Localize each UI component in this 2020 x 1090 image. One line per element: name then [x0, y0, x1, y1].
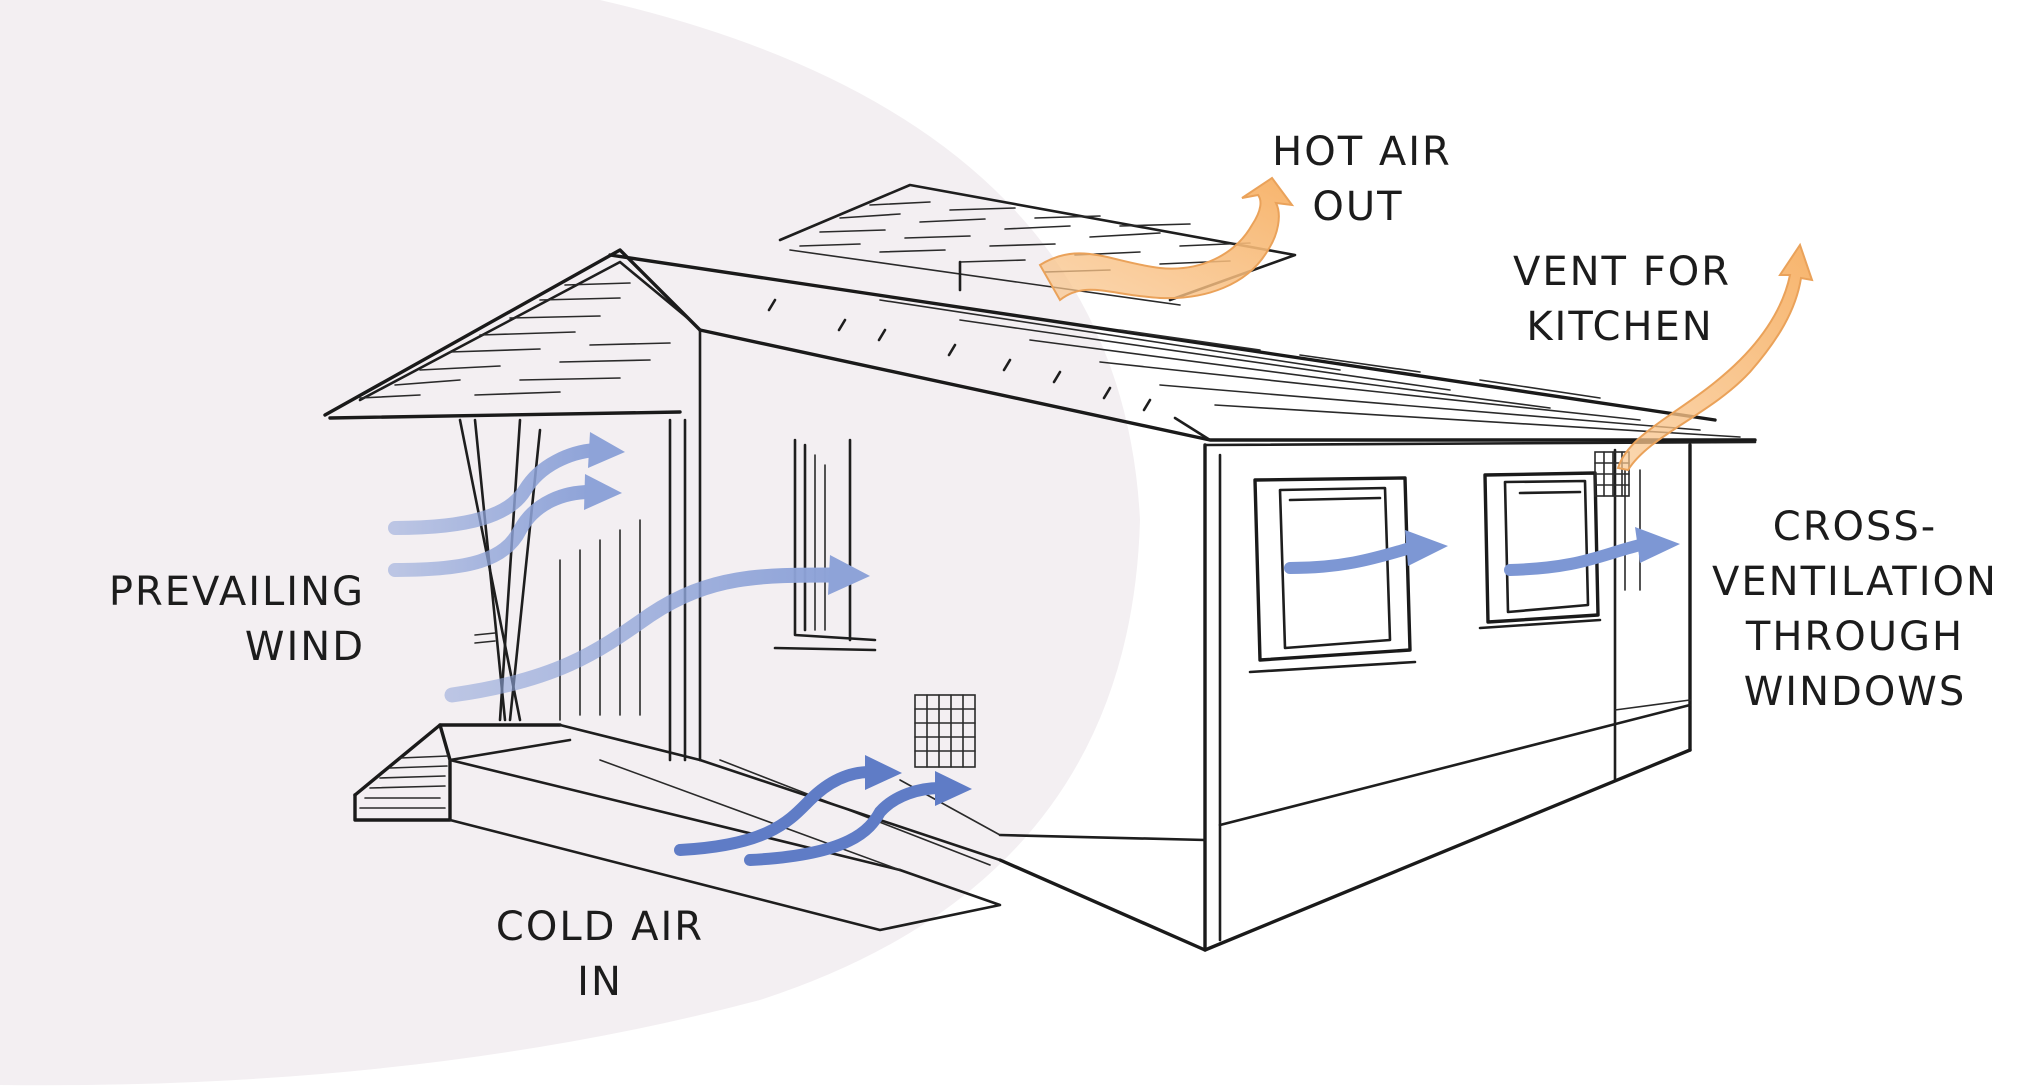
wind-arrow-middle: [388, 474, 622, 577]
label-wind-line1: PREVAILING: [109, 569, 365, 615]
label-vent-line1: VENT FOR: [1513, 249, 1731, 295]
cold-air-arrows: [674, 755, 972, 866]
cross-arrow-2: [1504, 527, 1680, 576]
wind-arrow-lower: [444, 555, 870, 703]
gable-roof: [323, 248, 702, 420]
label-vent-for-kitchen: VENT FOR KITCHEN: [1513, 249, 1731, 350]
label-hot-air-line1: HOT AIR: [1272, 129, 1452, 175]
main-roof: [608, 253, 1757, 442]
kitchen-vent-grille: [1594, 451, 1630, 497]
label-cross-ventilation: CROSS- VENTILATION THROUGH WINDOWS: [1712, 504, 1998, 715]
hot-air-out-arrow: [1038, 176, 1295, 302]
side-wall: [899, 440, 1757, 952]
porch-structure: [458, 328, 877, 762]
side-window-1: [1248, 476, 1417, 674]
label-wind-line2: WIND: [245, 624, 365, 670]
label-cross-line3: THROUGH: [1745, 614, 1964, 660]
label-hot-air-line2: OUT: [1312, 184, 1403, 230]
label-hot-air-out: HOT AIR OUT: [1272, 129, 1452, 230]
label-vent-line2: KITCHEN: [1526, 304, 1713, 350]
label-prevailing-wind: PREVAILING WIND: [109, 569, 365, 670]
wind-arrow-upper: [388, 432, 625, 535]
cold-arrow-2: [744, 771, 972, 866]
prevailing-wind-arrows: [388, 432, 870, 703]
label-cold-air-in: COLD AIR IN: [496, 904, 704, 1005]
cross-arrow-1: [1284, 530, 1448, 574]
porch-deck: [353, 723, 1002, 932]
cold-arrow-1: [674, 755, 902, 856]
house-sketch: [323, 183, 1757, 952]
hot-air-arrows: [1038, 176, 1814, 472]
cross-ventilation-arrows: [1284, 527, 1680, 576]
label-cross-line2: VENTILATION: [1712, 559, 1998, 605]
label-cold-line1: COLD AIR: [496, 904, 704, 950]
label-cold-line2: IN: [577, 959, 623, 1005]
wind-shade-region: [0, 0, 1140, 1086]
label-cross-line4: WINDOWS: [1744, 669, 1967, 715]
label-cross-line1: CROSS-: [1773, 504, 1937, 550]
kitchen-vent-arrow: [1616, 242, 1814, 472]
foundation-vent-grille: [914, 694, 976, 768]
